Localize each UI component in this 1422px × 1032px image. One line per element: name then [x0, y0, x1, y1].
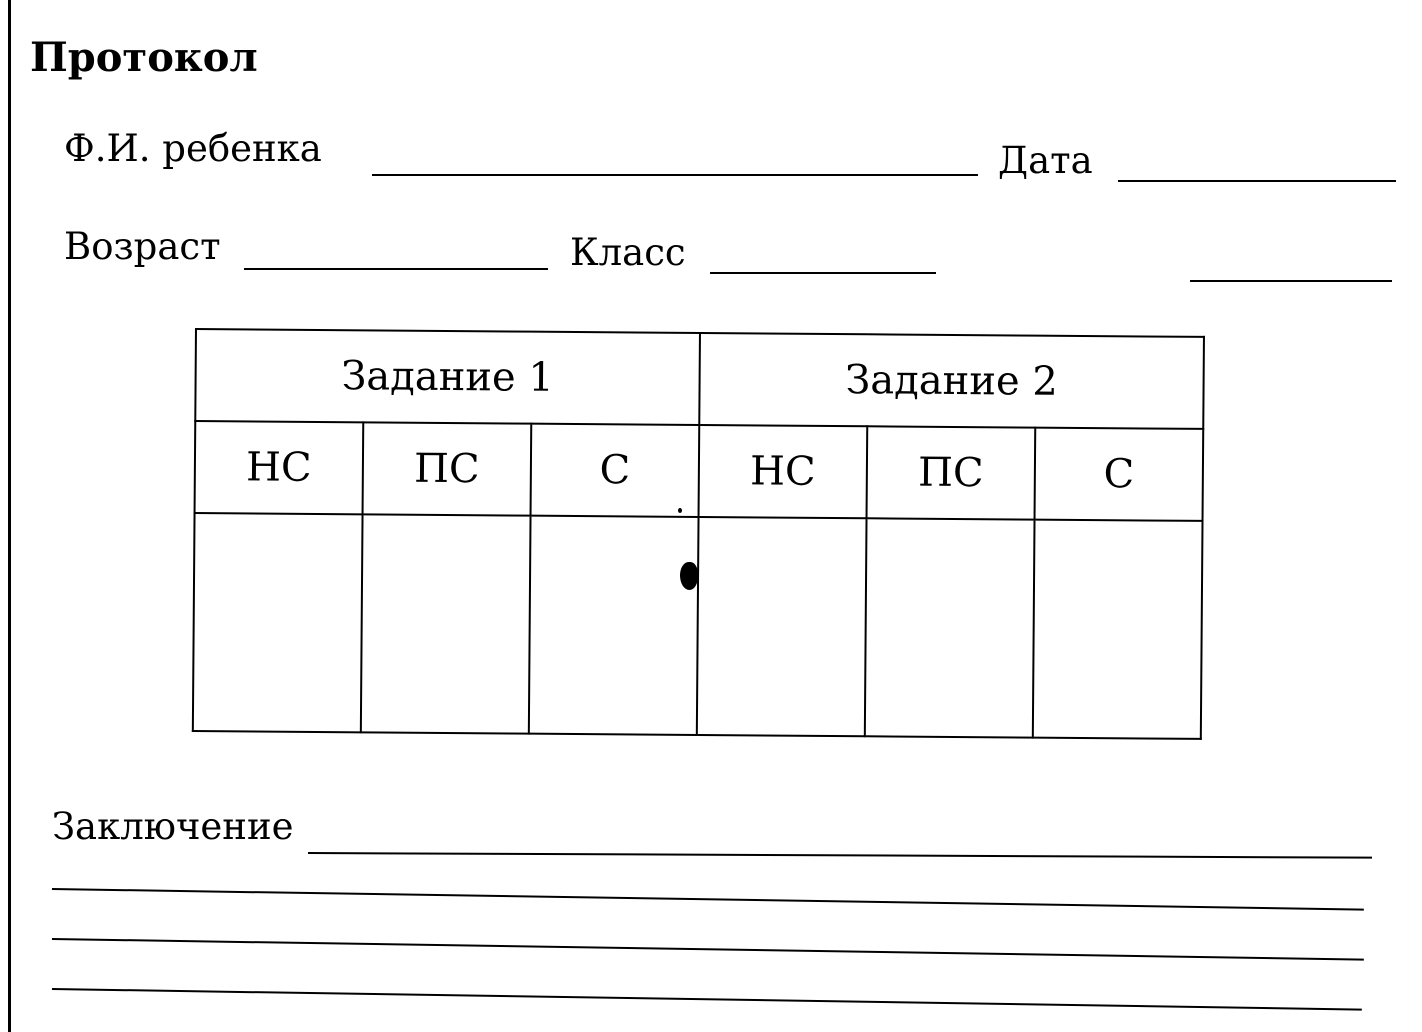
- page-left-border: [8, 0, 11, 1032]
- class-label: Класс: [570, 231, 686, 274]
- task-1-s-cell[interactable]: [528, 515, 699, 735]
- task-2-s-cell[interactable]: [1032, 519, 1203, 739]
- task-2-ps-cell[interactable]: [864, 518, 1035, 738]
- task-2-ps-header: ПС: [866, 426, 1036, 520]
- task-1-ns-header: НС: [194, 421, 364, 515]
- task-1-ps-header: ПС: [362, 422, 532, 516]
- task-1-ps-cell[interactable]: [360, 514, 531, 734]
- child-name-label: Ф.И. ребенка: [64, 127, 322, 170]
- age-label: Возраст: [64, 225, 221, 268]
- conclusion-line-3[interactable]: [51, 938, 1364, 961]
- task-2-ns-header: НС: [698, 424, 868, 519]
- task-1-s-header: С: [530, 423, 700, 517]
- ink-dot: [678, 508, 682, 513]
- ink-blot: [680, 562, 698, 590]
- child-name-field[interactable]: [372, 174, 978, 176]
- conclusion-line-2[interactable]: [51, 888, 1364, 911]
- task-2-header: Задание 2: [699, 332, 1204, 429]
- extra-blank-field[interactable]: [1190, 280, 1392, 282]
- conclusion-line-4[interactable]: [51, 988, 1362, 1011]
- task-1-header: Задание 1: [195, 329, 700, 425]
- conclusion-line-1[interactable]: [307, 852, 1372, 859]
- task-1-ns-cell[interactable]: [192, 513, 363, 733]
- results-table: Задание 1 Задание 2 НС ПС С НС ПС С: [192, 328, 1205, 740]
- task-2-s-header: С: [1034, 427, 1204, 521]
- class-field[interactable]: [710, 272, 936, 274]
- conclusion-label: Заключение: [52, 805, 294, 848]
- age-field[interactable]: [244, 268, 548, 270]
- page-title: Протокол: [30, 34, 258, 81]
- task-2-ns-cell[interactable]: [696, 516, 867, 737]
- date-field[interactable]: [1118, 180, 1396, 182]
- date-label: Дата: [998, 139, 1093, 182]
